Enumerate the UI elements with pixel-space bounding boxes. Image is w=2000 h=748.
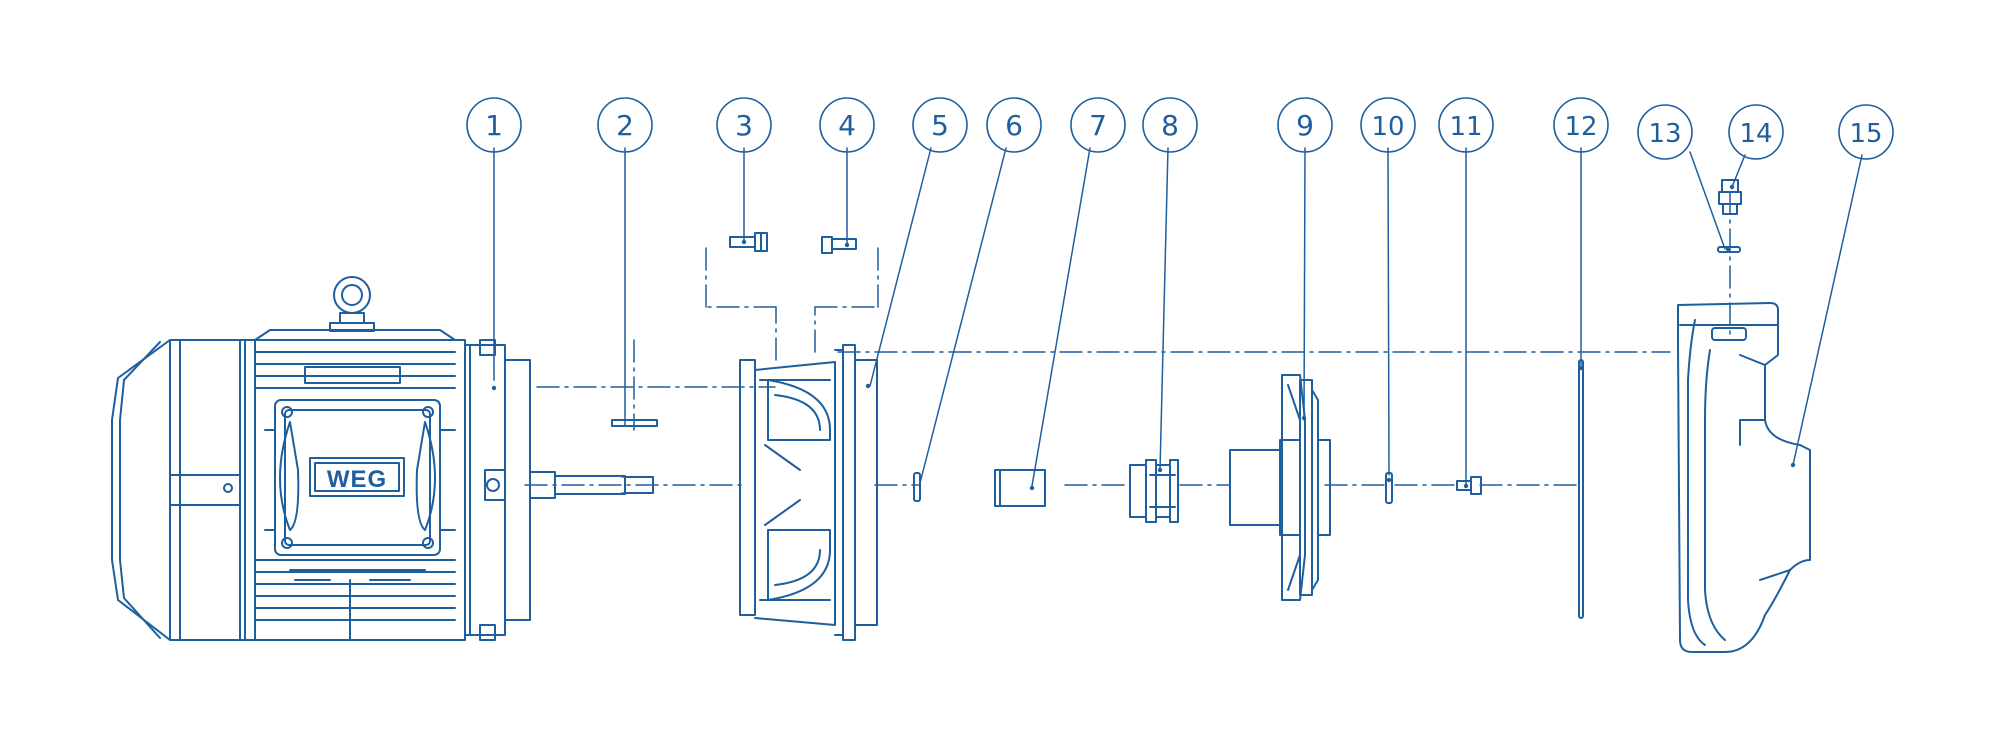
- part-11-impeller-screw: [1456, 476, 1482, 495]
- motor-brand: WEG: [327, 466, 387, 493]
- weg-logo: WEG: [309, 457, 405, 497]
- callout-7: 7: [1070, 97, 1126, 153]
- callout-label: 6: [1005, 109, 1023, 142]
- callout-label: 5: [931, 109, 949, 142]
- callout-label: 7: [1089, 109, 1107, 142]
- callout-15: 15: [1838, 104, 1894, 160]
- part-15-pump-casing: [1677, 302, 1811, 653]
- part-14-plug: [1718, 179, 1742, 215]
- part-5-adapter: [739, 344, 878, 641]
- callout-2: 2: [597, 97, 653, 153]
- callout-6: 6: [986, 97, 1042, 153]
- callout-label: 4: [838, 109, 856, 142]
- callout-8: 8: [1142, 97, 1198, 153]
- callout-12: 12: [1553, 97, 1609, 153]
- part-2-key: [611, 419, 658, 427]
- callout-label: 12: [1564, 112, 1597, 142]
- callout-label: 2: [616, 109, 634, 142]
- part-3-bolt: [729, 232, 768, 252]
- assembly-axis-lines: [524, 191, 1731, 486]
- callout-11: 11: [1438, 97, 1494, 153]
- part-6-deflector: [913, 472, 921, 502]
- callout-label: 9: [1296, 109, 1314, 142]
- part-13-washer: [1717, 246, 1741, 253]
- callout-leaders: [493, 147, 1863, 487]
- part-10-washer: [1385, 472, 1393, 504]
- callout-1: 1: [466, 97, 522, 153]
- part-4-bolt: [821, 236, 857, 254]
- callout-14: 14: [1728, 104, 1784, 160]
- callout-9: 9: [1277, 97, 1333, 153]
- callout-label: 11: [1449, 112, 1482, 142]
- callout-label: 10: [1371, 112, 1404, 142]
- callout-label: 3: [735, 109, 753, 142]
- callout-3: 3: [716, 97, 772, 153]
- part-1-motor: WEG: [111, 276, 654, 641]
- callout-label: 14: [1739, 119, 1772, 149]
- leader-end-dots: [491, 184, 1796, 491]
- callout-4: 4: [819, 97, 875, 153]
- callout-10: 10: [1360, 97, 1416, 153]
- part-9-impeller: [1229, 374, 1331, 601]
- callout-5: 5: [912, 97, 968, 153]
- part-7-sleeve: [994, 469, 1046, 507]
- callout-balloons: 1 2 3 4 5 6 7: [466, 97, 1894, 160]
- callout-13: 13: [1637, 104, 1693, 160]
- callout-label: 13: [1648, 119, 1681, 149]
- part-8-mechanical-seal: [1129, 459, 1179, 523]
- part-12-gasket: [1578, 359, 1584, 619]
- callout-label: 15: [1849, 119, 1882, 149]
- callout-label: 8: [1161, 109, 1179, 142]
- callout-label: 1: [485, 109, 503, 142]
